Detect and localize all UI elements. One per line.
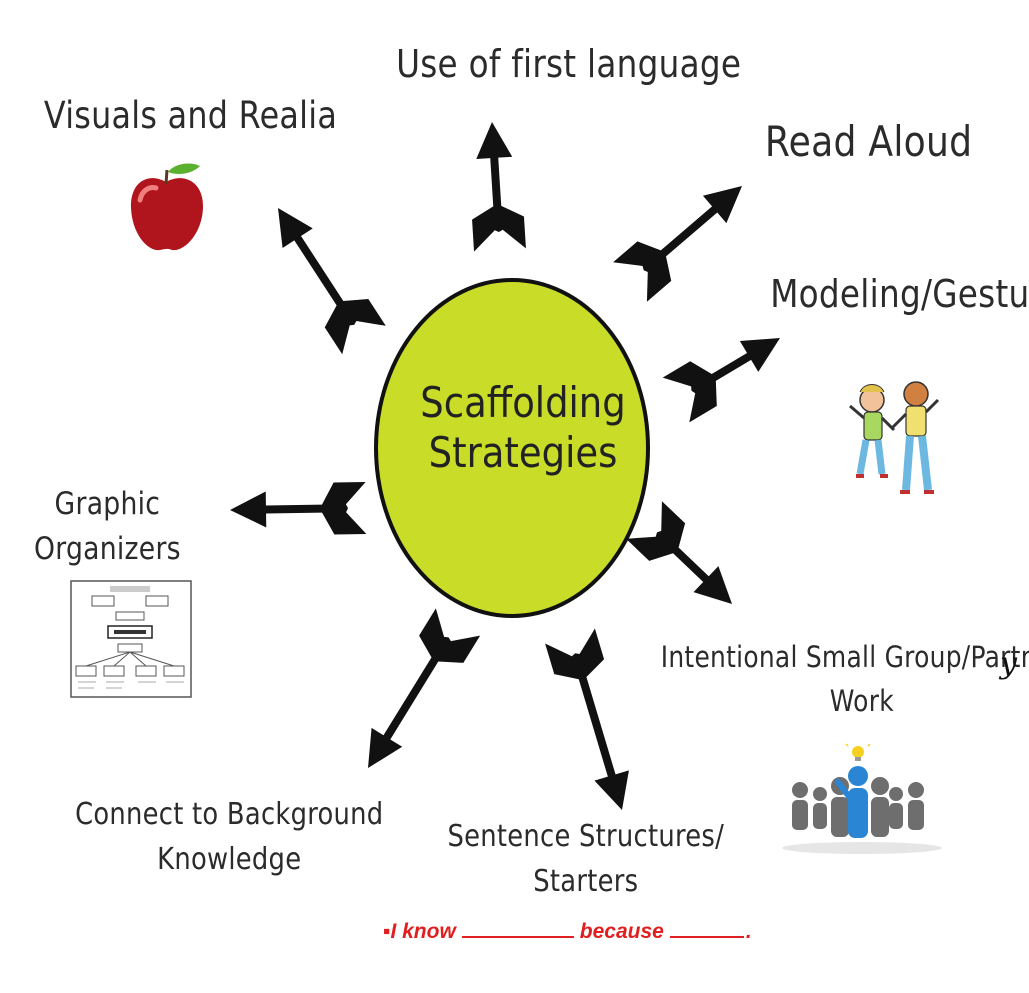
arrow-read-aloud	[613, 185, 743, 302]
sentence-end: .	[745, 920, 752, 943]
flowchart-thumbnail-icon	[70, 580, 192, 698]
label-graphic-organizers-line1: Graphic	[54, 486, 161, 522]
arrow-modeling-gestures	[662, 338, 780, 423]
label-background-knowledge-line2: Knowledge	[157, 842, 302, 877]
label-sentence-structures-line1: Sentence Structures/	[447, 819, 725, 854]
arrow-small-group	[626, 501, 732, 604]
label-graphic-organizers-line2: Organizers	[33, 530, 181, 567]
label-background-knowledge-line1: Connect to Background	[75, 797, 384, 832]
sentence-part1: I know	[390, 920, 456, 943]
sentence-blank-2	[669, 918, 744, 938]
apple-icon	[130, 163, 204, 251]
label-small-group-line1: Intentional Small Group/Partner	[660, 640, 1029, 674]
arrow-sentence-structures	[545, 628, 629, 811]
label-sentence-structures: Sentence Structures/ Starters	[448, 814, 725, 904]
label-modeling-gestures: Modeling/Gestures	[770, 272, 1029, 316]
center-ellipse	[374, 278, 650, 618]
arrow-first-language	[472, 121, 526, 252]
label-sentence-structures-line2: Starters	[533, 864, 639, 899]
stray-character: y	[1000, 646, 1017, 681]
sentence-part2: because	[579, 920, 664, 943]
arrow-visuals-realia	[277, 207, 386, 355]
people-group-lightbulb-icon	[782, 742, 942, 854]
label-visuals-realia: Visuals and Realia	[43, 94, 338, 137]
label-small-group-line2: Work	[829, 683, 894, 718]
center-title-line2: Strategies	[428, 427, 618, 477]
sentence-bullet: ▪	[383, 920, 391, 943]
label-first-language: Use of first language	[396, 42, 742, 86]
sentence-starter: ▪I know because.	[383, 918, 752, 944]
label-background-knowledge: Connect to Background Knowledge	[75, 792, 383, 882]
label-read-aloud: Read Aloud	[764, 117, 973, 166]
sentence-blank-1	[461, 918, 574, 938]
arrow-background-knowledge	[367, 608, 481, 769]
children-gesturing-icon	[849, 381, 940, 494]
center-title: Scaffolding Strategies	[404, 378, 642, 477]
center-title-line1: Scaffolding	[420, 378, 626, 427]
label-graphic-organizers: Graphic Organizers	[34, 482, 181, 572]
arrow-graphic-organizers	[229, 482, 367, 535]
label-small-group: Intentional Small Group/Partner Work	[661, 636, 1029, 723]
